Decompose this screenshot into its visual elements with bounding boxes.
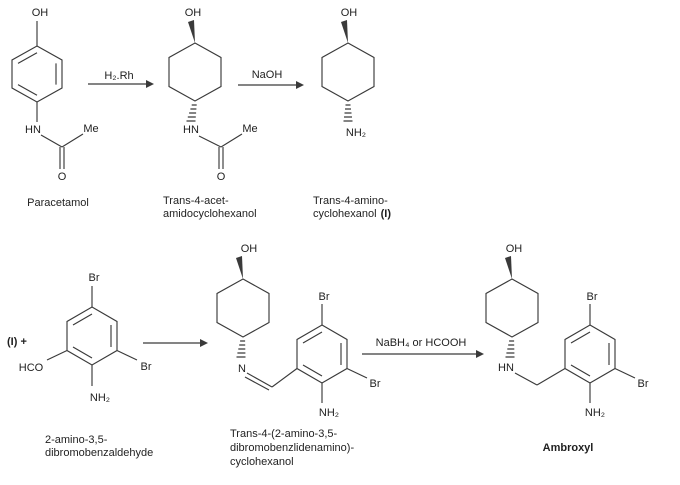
molecule-ambroxyl: OH HN Br Br NH₂ Ambroxyl [485, 243, 649, 454]
substituent-bonds [321, 304, 368, 403]
benzene-ring [11, 45, 63, 103]
molecule-name: Ambroxyl [543, 442, 594, 454]
benzene-ring [66, 306, 118, 366]
aldehyde-label: HCO [19, 362, 44, 374]
arrow-head-icon [200, 339, 208, 347]
carbonyl-double-bond [218, 147, 224, 169]
aromatic-double-bonds [17, 52, 57, 96]
reaction-arrow-2: NaOH [238, 69, 304, 89]
substituent-bonds [589, 304, 636, 403]
molecule-name-line3: cyclohexanol [230, 456, 294, 468]
bromine-top-label: Br [587, 291, 598, 303]
molecule-name-line2: amidocyclohexanol [163, 208, 257, 220]
amine-label: NH₂ [319, 407, 339, 419]
methyl-label: Me [242, 123, 257, 135]
molecule-name-line2: cyclohexanol (I) [313, 208, 391, 220]
wedge-bond [505, 256, 512, 279]
methylene-bonds [514, 368, 566, 386]
cyclohexane-ring [321, 42, 375, 102]
amine-label: HN [25, 124, 41, 136]
hashed-bond [236, 340, 246, 358]
arrow-head-icon [476, 350, 484, 358]
benzene-ring [296, 324, 348, 384]
reagent-label: NaBH₄ or HCOOH [376, 337, 467, 349]
molecule-paracetamol: OH HN Me O Paracetamol [11, 7, 99, 209]
reaction-arrow-3 [143, 339, 208, 347]
arrow-head-icon [146, 80, 154, 88]
cyclohexane-ring [485, 278, 539, 338]
imine-double-bond [244, 372, 273, 391]
molecule-dibromobenzaldehyde: Br Br NH₂ HCO 2-amino-3,5- dibromobenzal… [19, 272, 153, 459]
imine-nitrogen-label: N [238, 363, 246, 375]
hydroxyl-label: OH [341, 7, 358, 19]
molecule-name-text: cyclohexanol [313, 208, 377, 220]
wedge-bond [188, 20, 195, 43]
cyclohexane-ring [168, 42, 222, 102]
molecule-name-line2: dibromobenzaldehyde [45, 447, 153, 459]
molecule-name-line1: 2-amino-3,5- [45, 434, 108, 446]
molecule-name: Paracetamol [27, 197, 89, 209]
aromatic-double-bonds [302, 331, 342, 377]
amine-label: NH₂ [90, 392, 110, 404]
reagent-label: H₂.Rh [104, 70, 133, 82]
reaction-arrow-4: NaBH₄ or HCOOH [362, 337, 484, 358]
oxygen-label: O [58, 171, 67, 183]
bromine-right-label: Br [638, 378, 649, 390]
hashed-bond [343, 104, 353, 122]
molecule-name-line1: Trans-4-amino- [313, 195, 388, 207]
oxygen-label: O [217, 171, 226, 183]
bromine-top-label: Br [89, 272, 100, 284]
hashed-bond [505, 340, 515, 358]
amide-bonds [198, 133, 243, 148]
benzene-ring [564, 324, 616, 384]
cyclohexane-ring [216, 278, 270, 338]
wedge-bond [341, 20, 348, 43]
hydroxyl-label: OH [32, 7, 49, 19]
molecule-name-line1: Trans-4-acet- [163, 195, 229, 207]
molecule-benzylideneamino: OH N Br Br NH₂ Trans-4-(2-amino-3,5- dib… [216, 243, 381, 468]
amine-label: NH₂ [346, 127, 366, 139]
molecule-aminocyclohexanol: OH NH₂ Trans-4-amino- cyclohexanol (I) [313, 7, 391, 220]
amide-bonds [36, 102, 84, 148]
aromatic-double-bonds [72, 313, 112, 359]
molecule-name-line1: Trans-4-(2-amino-3,5- [230, 428, 338, 440]
methyl-label: Me [83, 123, 98, 135]
amine-label: HN [498, 362, 514, 374]
hashed-bond [186, 104, 197, 122]
amine-label: HN [183, 124, 199, 136]
reactant-ref-label: (I) + [7, 336, 27, 348]
aromatic-double-bonds [570, 331, 610, 377]
compound-ref-label: (I) [381, 208, 392, 220]
arrow-head-icon [296, 81, 304, 89]
bromine-top-label: Br [319, 291, 330, 303]
hydroxyl-label: OH [506, 243, 523, 255]
carbonyl-double-bond [59, 147, 65, 169]
reaction-arrow-1: H₂.Rh [88, 70, 154, 88]
amine2-label: NH₂ [585, 407, 605, 419]
hydroxyl-label: OH [241, 243, 258, 255]
wedge-bond [236, 256, 243, 279]
substituent-bonds [46, 286, 138, 386]
reagent-label: NaOH [252, 69, 283, 81]
methine-ring-bond [271, 368, 298, 388]
bromine-right-label: Br [141, 361, 152, 373]
hydroxyl-label: OH [185, 7, 202, 19]
molecule-name-line2: dibromobenzlidenamino)- [230, 442, 354, 454]
molecule-acetamidocyclohexanol: OH HN Me O Trans-4-acet- amidocyclohexan… [163, 7, 258, 220]
bromine-right-label: Br [370, 378, 381, 390]
